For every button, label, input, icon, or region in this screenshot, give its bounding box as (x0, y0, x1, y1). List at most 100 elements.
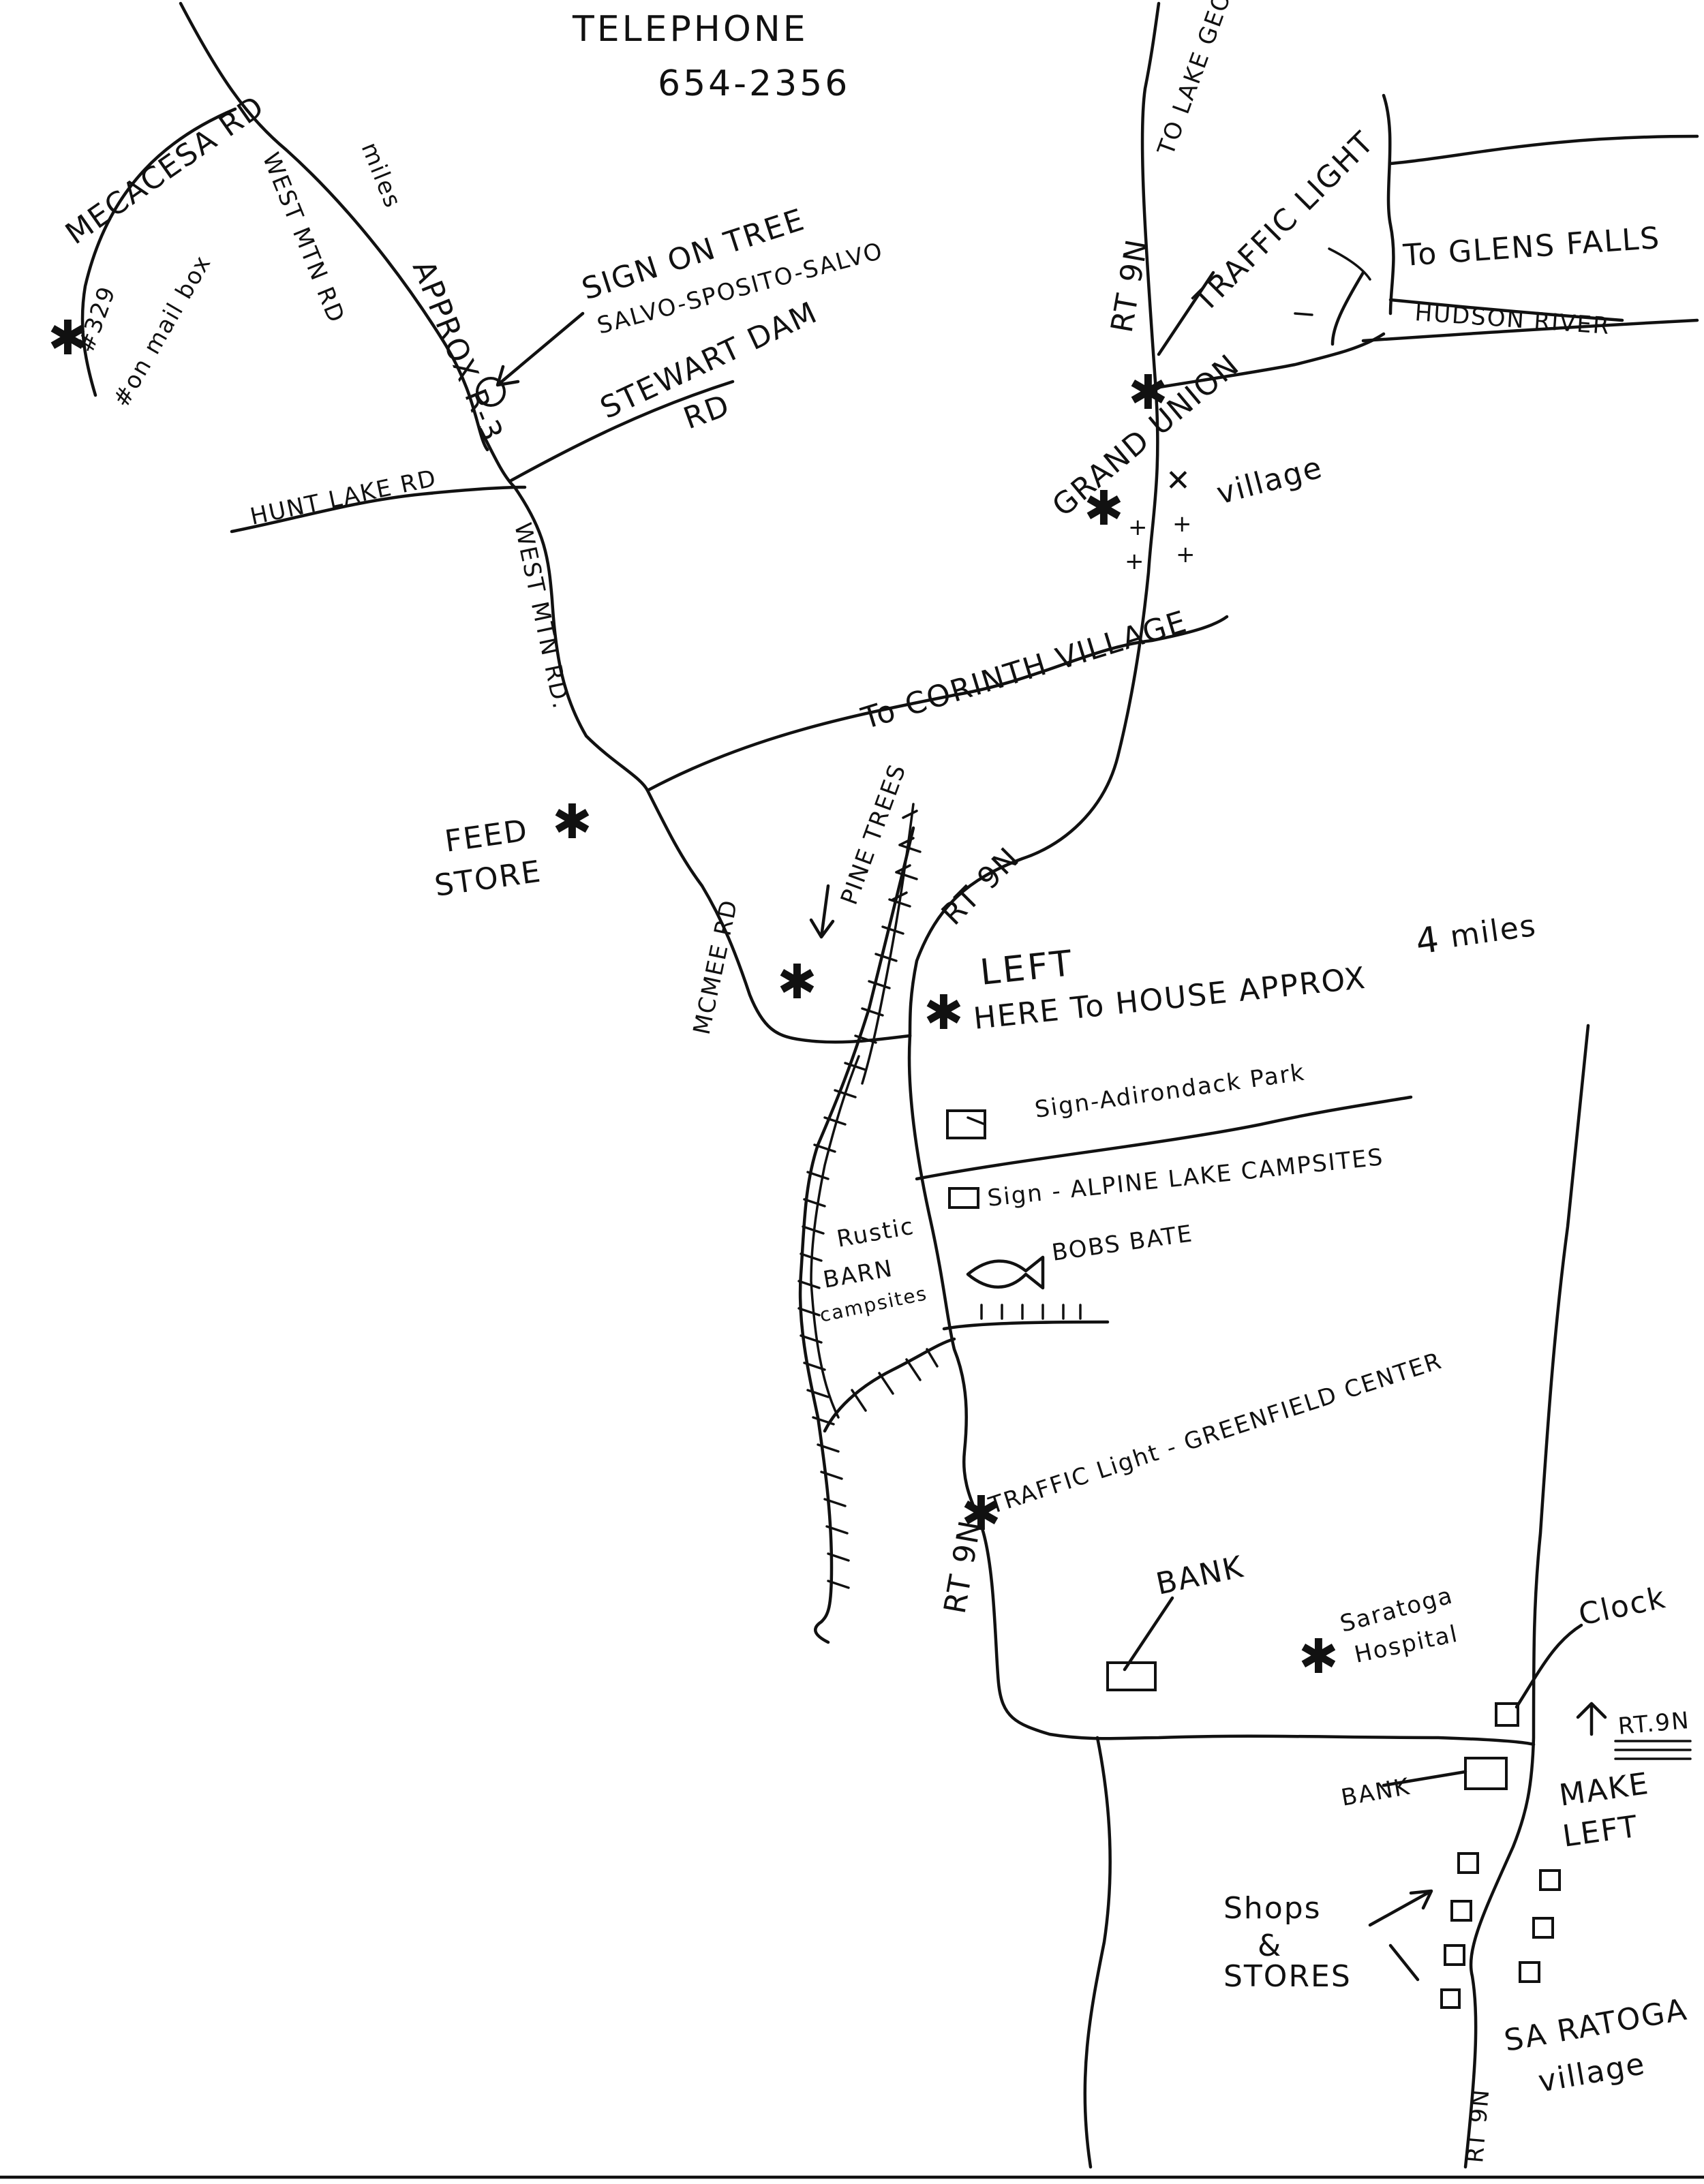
shop-box-icon (1539, 1869, 1561, 1891)
village-x-icon: ✕ (1166, 463, 1192, 498)
west-mtn-road-lower (478, 427, 912, 1044)
shop-box-icon (1444, 1944, 1465, 1966)
shop-box-icon (1450, 1900, 1472, 1922)
alpine-lake-road (915, 1095, 1413, 1181)
bank-upper-box-icon (1106, 1661, 1157, 1691)
railroad-ties (797, 844, 939, 1589)
railroad-track-main (798, 826, 915, 1644)
shops-arrow-icon (1368, 1889, 1433, 1927)
sign-on-tree-arrow-icon (496, 311, 585, 387)
river-dash (1294, 312, 1313, 316)
saratoga-road-west (1083, 1736, 1112, 2169)
glens-falls-road (1150, 332, 1386, 390)
clock-pointer-icon (1515, 1623, 1583, 1709)
rt-9n-sign-label: RT.9N (1617, 1707, 1691, 1740)
side-road-bobs (942, 1320, 1110, 1331)
rustic-barn-label-2: BARN (821, 1255, 896, 1293)
to-corinth-village-label: To CORINTH VILLAGE (857, 604, 1191, 737)
rt-9n-bottom-label: RT 9N (1461, 2087, 1495, 2164)
railroad-spur (823, 1337, 956, 1433)
saratoga-road-east (1463, 1024, 1590, 2169)
river-line-1 (1388, 134, 1699, 166)
river-line-2 (1388, 298, 1624, 322)
approx-distance-label: APPROX R-3 (406, 256, 510, 447)
river-curl (1328, 247, 1371, 281)
sign-alpine-box-icon (948, 1187, 979, 1209)
left-here-star-icon: ✱ (924, 985, 965, 1041)
telephone-number: 654-2356 (658, 63, 850, 104)
traffic-light-top-arrow-icon (1157, 271, 1215, 356)
hatch-bobs (980, 1304, 1082, 1320)
sign-adirondack-label: Sign-Adirondack Park (1033, 1059, 1307, 1124)
bank-upper-arrow-icon (1123, 1596, 1174, 1672)
bank-lower-box-icon (1464, 1757, 1508, 1790)
fish-icon (966, 1255, 1045, 1290)
river-line-3 (1361, 318, 1699, 343)
to-lake-george-label: TO LAKE GEORGE (1153, 0, 1256, 159)
hospital-star-icon: ✱ (1298, 1629, 1340, 1685)
rt-9n-north (908, 1, 1161, 1038)
sign-adirondack-pointer-icon (967, 1116, 986, 1126)
feed-store-label-1: FEED (442, 813, 530, 859)
second-track (810, 1055, 860, 1419)
on-mail-box-label: #on mail box (108, 250, 217, 412)
rt-9n-lower-label: RT 9N (938, 1517, 988, 1616)
telephone-label: TELEPHONE (572, 9, 808, 50)
sign-alpine-label: Sign - ALPINE LAKE CAMPSITES (986, 1143, 1385, 1212)
village-plus-icon: + (1176, 541, 1197, 568)
west-mtn-road-upper-label: WEST MTN RD (257, 149, 350, 327)
feed-store-label-2: STORE (432, 854, 543, 903)
village-label: village (1213, 450, 1326, 511)
shop-box-icon (1440, 1988, 1461, 2009)
mecacesa-road-label: MECACESA RD (59, 89, 271, 251)
west-mtn-road-upper (179, 1, 489, 452)
clock-label: Clock (1576, 1580, 1669, 1633)
left-here-miles: miles (1448, 908, 1538, 955)
river-bank-south (1330, 271, 1365, 346)
to-glens-falls-label: To GLENS FALLS (1401, 221, 1662, 273)
clock-box-icon (1495, 1702, 1519, 1727)
shop-box-icon (1532, 1917, 1554, 1939)
make-left-label-1: MAKE (1557, 1766, 1652, 1813)
shop-box-icon (1457, 1852, 1479, 1874)
rt-9n-south (907, 1034, 1536, 1747)
shops-label-2: & (1258, 1928, 1282, 1963)
sign-on-tree-marker-icon (476, 377, 506, 407)
village-plus-icon: + (1125, 548, 1146, 575)
sign-adirondack-box-icon (946, 1109, 986, 1139)
shops-arrow-icon (1388, 1943, 1420, 1982)
shop-box-icon (1519, 1961, 1540, 1983)
hunt-lake-road (230, 485, 527, 534)
turn-left-arrow-icon (1576, 1702, 1607, 1736)
feed-store-star-icon: ✱ (552, 794, 594, 850)
shops-label-3: STORES (1223, 1959, 1352, 1994)
mecacesa-road (80, 107, 237, 397)
mcmee-road-label: MCMEE RD (688, 897, 744, 1037)
corinth-road (645, 615, 1229, 793)
greenfield-light-star-icon: ✱ (961, 1486, 1003, 1541)
pine-trees-star-icon: ✱ (777, 954, 819, 1010)
miles-label: miles (356, 138, 407, 212)
shops-label-1: Shops (1223, 1891, 1322, 1926)
village-plus-icon: + (1128, 514, 1149, 541)
rt9n-underline-icon (1614, 1740, 1692, 1760)
pine-trees-arrow-icon (809, 884, 835, 939)
traffic-light-top-star-icon: ✱ (1128, 365, 1170, 420)
bank-lower-label: BANK (1339, 1773, 1413, 1812)
left-here-label-1: LEFT (978, 943, 1076, 994)
rustic-barn-label-1: Rustic (835, 1213, 917, 1253)
saratoga-village-label-2: village (1536, 2046, 1648, 2100)
traffic-light-greenfield-label: -TRAFFIC Light - GREENFIELD CENTER (978, 1347, 1445, 1522)
west-mtn-road-lower-label: WEST MTN RD. (508, 521, 575, 712)
stewart-dam-road (509, 380, 735, 482)
village-plus-icon: + (1172, 510, 1193, 538)
mailbox-star-icon: ✱ (48, 310, 89, 366)
left-here-four: 4 (1413, 919, 1444, 963)
bobs-bait-label: BOBS BATE (1050, 1220, 1195, 1267)
make-left-label-2: LEFT (1560, 1809, 1641, 1854)
stewart-dam-rd-label: RD (679, 388, 735, 436)
saratoga-village-label-1: SA RATOGA (1502, 1992, 1690, 2058)
bank-lower-pointer-icon (1382, 1770, 1467, 1787)
rt-9n-middle-label: RT 9N (935, 840, 1026, 932)
